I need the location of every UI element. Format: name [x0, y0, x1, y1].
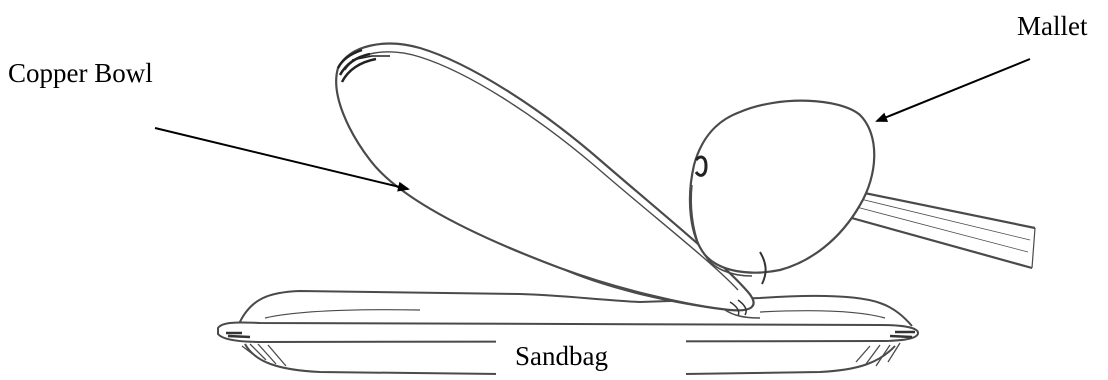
mallet-label: Mallet [1017, 13, 1087, 40]
mallet-arrow [877, 59, 1030, 121]
mallet-drawing [690, 101, 1035, 284]
sandbag-label: Sandbag [515, 343, 608, 370]
copper-bowl-label: Copper Bowl [8, 60, 153, 87]
